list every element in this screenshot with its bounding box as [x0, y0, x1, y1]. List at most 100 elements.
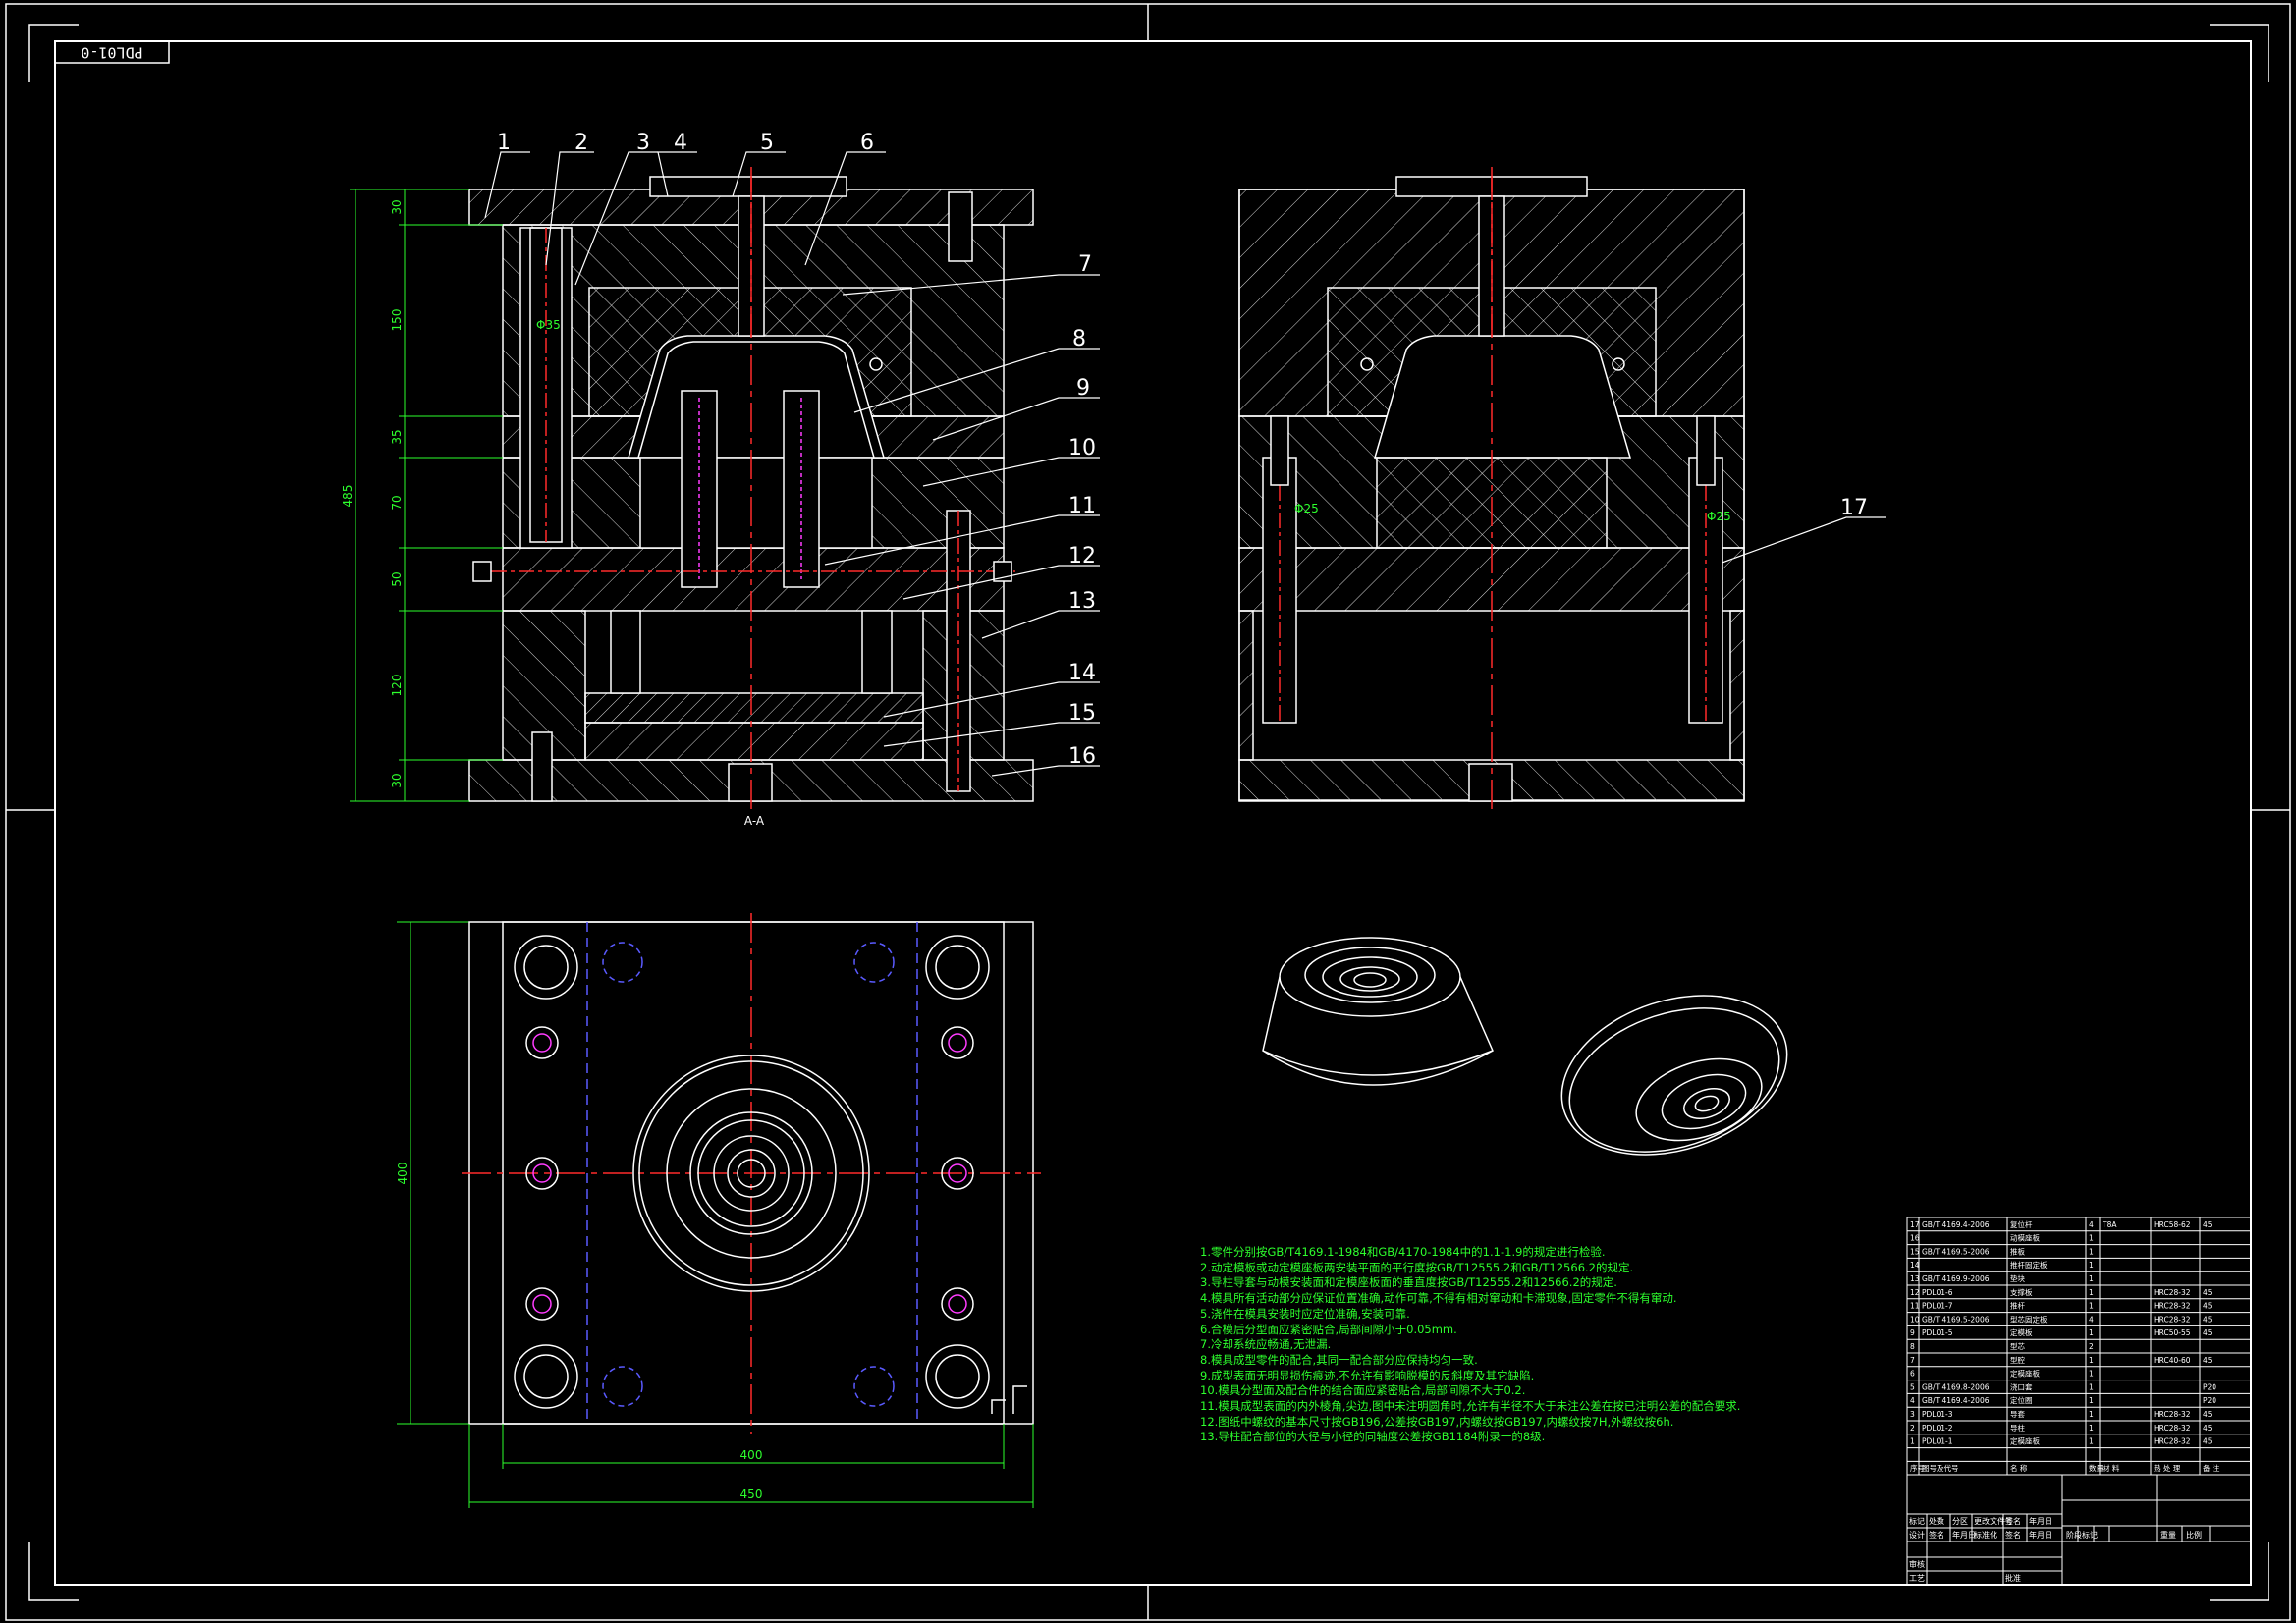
- balloon-7: 7: [1078, 252, 1092, 277]
- note-line: 6.合模后分型面应紧密贴合,局部间隙小于0.05mm.: [1200, 1322, 1457, 1336]
- bom-cell-code: GB/T 4169.5-2006: [1922, 1315, 1990, 1324]
- note-line: 4.模具所有活动部分应保证位置准确,动作可靠,不得有相对窜动和卡滞现象,固定零件…: [1200, 1291, 1677, 1306]
- bom-cell-no: 3: [1910, 1410, 1915, 1419]
- balloon-3: 3: [636, 131, 650, 155]
- tb-date: 年月日: [2029, 1516, 2052, 1526]
- bom-cell-name: 浇口套: [2010, 1381, 2033, 1391]
- bom-cell-no: 13: [1910, 1274, 1920, 1283]
- dim-50: 50: [390, 571, 404, 586]
- bom-cell-no: 17: [1910, 1220, 1920, 1229]
- bom-cell-note: 45: [2203, 1315, 2213, 1324]
- bom-cell-no: 16: [1910, 1234, 1920, 1243]
- side-section-view: [1238, 167, 1745, 815]
- bom-header-qty: 数量: [2089, 1463, 2105, 1473]
- bom-header-note: 备 注: [2203, 1463, 2220, 1473]
- bom-cell-code: PDL01-2: [1922, 1424, 1953, 1433]
- bom-cell-qty: 1: [2089, 1247, 2094, 1256]
- drawing-code-box: PDL01-0: [54, 40, 170, 64]
- bom-cell-heat: HRC28-32: [2154, 1424, 2191, 1433]
- note-line: 11.模具成型表面的内外棱角,尖边,图中未注明圆角时,允许有半径不大于未注公差在…: [1200, 1399, 1741, 1414]
- bom-cell-note: P20: [2203, 1396, 2216, 1405]
- balloon-15: 15: [1068, 701, 1096, 726]
- dim-400-vertical: 400: [396, 1163, 410, 1185]
- bom-cell-name: 定位圈: [2010, 1395, 2033, 1405]
- bom-header-code: 图号及代号: [1922, 1463, 1959, 1473]
- bom-cell-name: 定模板: [2010, 1327, 2033, 1337]
- bom-cell-note: P20: [2203, 1382, 2216, 1391]
- balloon-12: 12: [1068, 544, 1096, 568]
- bom-cell-no: 14: [1910, 1261, 1920, 1270]
- bom-cell-no: 6: [1910, 1370, 1915, 1379]
- bom-cell-name: 动模座板: [2010, 1233, 2040, 1243]
- dim-dia-left: Φ35: [536, 318, 561, 332]
- guide-bushings: [514, 935, 990, 1409]
- bom-cell-heat: HRC40-60: [2154, 1356, 2191, 1365]
- note-line: 1.零件分别按GB/T4169.1-1984和GB/4170-1984中的1.1…: [1200, 1245, 1606, 1259]
- balloon-5: 5: [760, 131, 774, 155]
- balloons: [484, 151, 1886, 777]
- tb-change: 更改文件号: [1974, 1516, 2013, 1526]
- tb-weight: 重量: [2160, 1530, 2176, 1540]
- bom-cell-no: 7: [1910, 1356, 1915, 1365]
- tb-scale: 比例: [2186, 1530, 2202, 1540]
- dim-485: 485: [341, 485, 355, 508]
- note-line: 2.动定模板或动定模座板两安装平面的平行度按GB/T12555.2和GB/T12…: [1200, 1260, 1634, 1274]
- bom-cell-heat: HRC28-32: [2154, 1315, 2191, 1324]
- bom-cell-name: 型芯固定板: [2010, 1314, 2048, 1324]
- bom-header-mat: 材 料: [2103, 1463, 2120, 1473]
- bom-cell-name: 垫块: [2010, 1273, 2026, 1283]
- dim-dia-right-a: Φ25: [1294, 502, 1319, 515]
- bom-header-heat: 热 处 理: [2154, 1463, 2181, 1473]
- bom-cell-name: 导套: [2010, 1409, 2026, 1419]
- tb-sign2: 签名: [1929, 1530, 1944, 1540]
- bom-cell-qty: 1: [2089, 1288, 2094, 1297]
- bom-cell-heat: HRC28-32: [2154, 1288, 2191, 1297]
- bom-cell-no: 5: [1910, 1382, 1915, 1391]
- plan-view: [462, 913, 1041, 1508]
- tb-stage: 阶段标记: [2066, 1530, 2098, 1540]
- tb-mark: 标记: [1909, 1516, 1925, 1526]
- left-dimension-text: 30 150 35 70 50 120 30 485 400: [341, 199, 410, 1184]
- bom-cell-name: 复位杆: [2010, 1219, 2033, 1229]
- bom-cell-qty: 1: [2089, 1356, 2094, 1365]
- balloon-14: 14: [1068, 661, 1096, 685]
- balloon-11: 11: [1068, 494, 1096, 518]
- note-line: 3.导柱导套与动模安装面和定模座板面的垂直度按GB/T12555.2和12566…: [1200, 1275, 1617, 1290]
- dim-35: 35: [390, 429, 404, 444]
- bom-cell-note: 45: [2203, 1220, 2213, 1229]
- tb-sign: 签名: [2005, 1516, 2021, 1526]
- bom-cell-qty: 1: [2089, 1396, 2094, 1405]
- bom-cell-note: 45: [2203, 1356, 2213, 1365]
- bom-cell-name: 推杆: [2010, 1301, 2026, 1311]
- bom-cell-no: 1: [1910, 1437, 1915, 1446]
- bom-cell-qty: 1: [2089, 1328, 2094, 1337]
- bom-cell-heat: HRC58-62: [2154, 1220, 2191, 1229]
- bom-cell-no: 2: [1910, 1424, 1915, 1433]
- bom-cell-heat: HRC50-55: [2154, 1328, 2191, 1337]
- tb-count: 处数: [1929, 1516, 1944, 1526]
- note-line: 7.冷却系统应畅通,无泄漏.: [1200, 1337, 1332, 1352]
- bom-cell-note: 45: [2203, 1424, 2213, 1433]
- bom-cell-no: 4: [1910, 1396, 1915, 1405]
- bom-cell-qty: 1: [2089, 1382, 2094, 1391]
- bom-cell-code: PDL01-5: [1922, 1328, 1953, 1337]
- bom-header-name: 名 称: [2010, 1463, 2028, 1473]
- balloon-8: 8: [1072, 327, 1086, 352]
- note-line: 10.模具分型面及配合件的结合面应紧密贴合,局部间隙不大于0.2.: [1200, 1383, 1526, 1398]
- tb-design: 设计: [1909, 1530, 1925, 1540]
- bom-cell-note: 45: [2203, 1437, 2213, 1446]
- bom-cell-qty: 4: [2089, 1220, 2094, 1229]
- dim-70: 70: [390, 495, 404, 510]
- bom-cell-qty: 1: [2089, 1410, 2094, 1419]
- bom-cell-note: 45: [2203, 1302, 2213, 1311]
- left-dimensions: [350, 189, 503, 1425]
- bom-cell-code: PDL01-6: [1922, 1288, 1953, 1297]
- balloon-1: 1: [497, 131, 511, 155]
- balloon-4: 4: [674, 131, 687, 155]
- section-label: A-A: [744, 814, 765, 828]
- main-section-view: [468, 167, 1034, 815]
- title-block-text: 标记 处数 分区 更改文件号 签名 年月日 设计 签名 年月日 标准化 签名 年…: [1909, 1516, 2202, 1583]
- bom-cell-no: 9: [1910, 1328, 1915, 1337]
- bom-cell-qty: 1: [2089, 1302, 2094, 1311]
